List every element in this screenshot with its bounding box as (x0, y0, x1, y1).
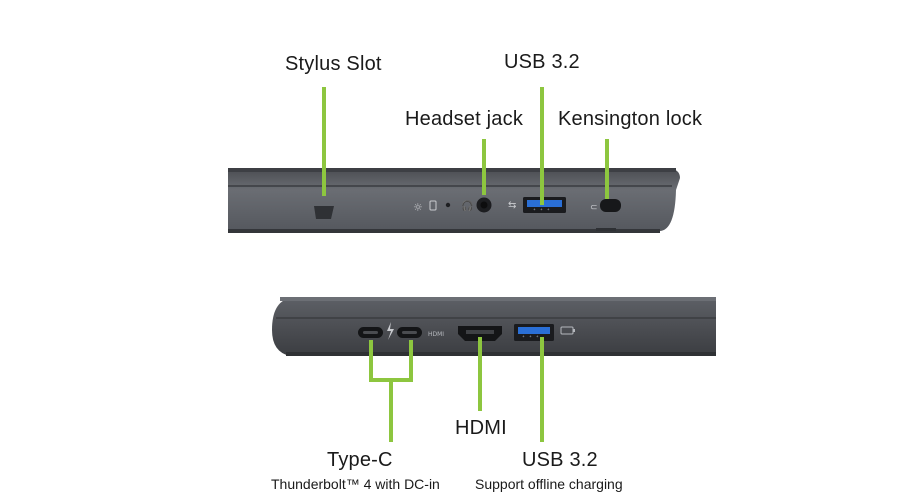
hdmi-label: HDMI (455, 417, 507, 439)
headset-jack-icon: 🎧 (461, 197, 492, 213)
stylus-slot-label: Stylus Slot (285, 53, 382, 75)
svg-text:⇆: ⇆ (508, 200, 516, 211)
callout-line-hdmi (478, 337, 482, 411)
usb-bottom-label: USB 3.2 (522, 449, 598, 471)
laptop-right-side-view: HDMI ᐩ ᐩ ᐩ (272, 297, 716, 356)
svg-text:⊂: ⊂ (590, 203, 598, 213)
led-indicator-icon: ☼ (413, 200, 451, 214)
callout-line-kensington-lock (605, 139, 609, 199)
laptop-left-side-view: ☼ 🎧 ⇆ ᐩ ᐩ ᐩ ⊂ (228, 168, 680, 233)
usb-top-label: USB 3.2 (504, 51, 580, 73)
type-c-label: Type-C (327, 449, 393, 471)
usb-a-port-icon: ⇆ ᐩ ᐩ ᐩ (508, 197, 566, 215)
kensington-lock-label: Kensington lock (558, 108, 703, 130)
kensington-lock-icon: ⊂ (590, 199, 621, 213)
callout-line-usb-top (540, 87, 544, 205)
usb-bottom-note: Support offline charging (475, 476, 623, 492)
svg-text:ᐩ ᐩ ᐩ: ᐩ ᐩ ᐩ (533, 207, 550, 215)
svg-text:ᐩ ᐩ ᐩ: ᐩ ᐩ ᐩ (522, 334, 539, 342)
usb-a-port-icon: ᐩ ᐩ ᐩ (514, 324, 554, 342)
svg-text:🎧: 🎧 (461, 199, 473, 212)
callout-line-stylus-slot (322, 87, 326, 196)
battery-charge-icon (560, 326, 575, 335)
thunderbolt-icon (387, 322, 394, 340)
callout-line-type-c-left (369, 340, 373, 381)
hdmi-port-icon: HDMI (428, 326, 502, 341)
svg-text:HDMI: HDMI (428, 331, 444, 338)
svg-text:☼: ☼ (413, 201, 423, 214)
callout-line-type-c-right (409, 340, 413, 381)
callout-line-type-c-stem (389, 378, 393, 442)
type-c-note: Thunderbolt™ 4 with DC-in (271, 476, 440, 492)
stylus-slot-icon (314, 206, 334, 219)
headset-jack-label: Headset jack (405, 108, 524, 130)
callout-line-usb-bottom (540, 337, 544, 442)
usb-c-port-icon (358, 327, 422, 338)
callout-line-headset-jack (482, 139, 486, 195)
